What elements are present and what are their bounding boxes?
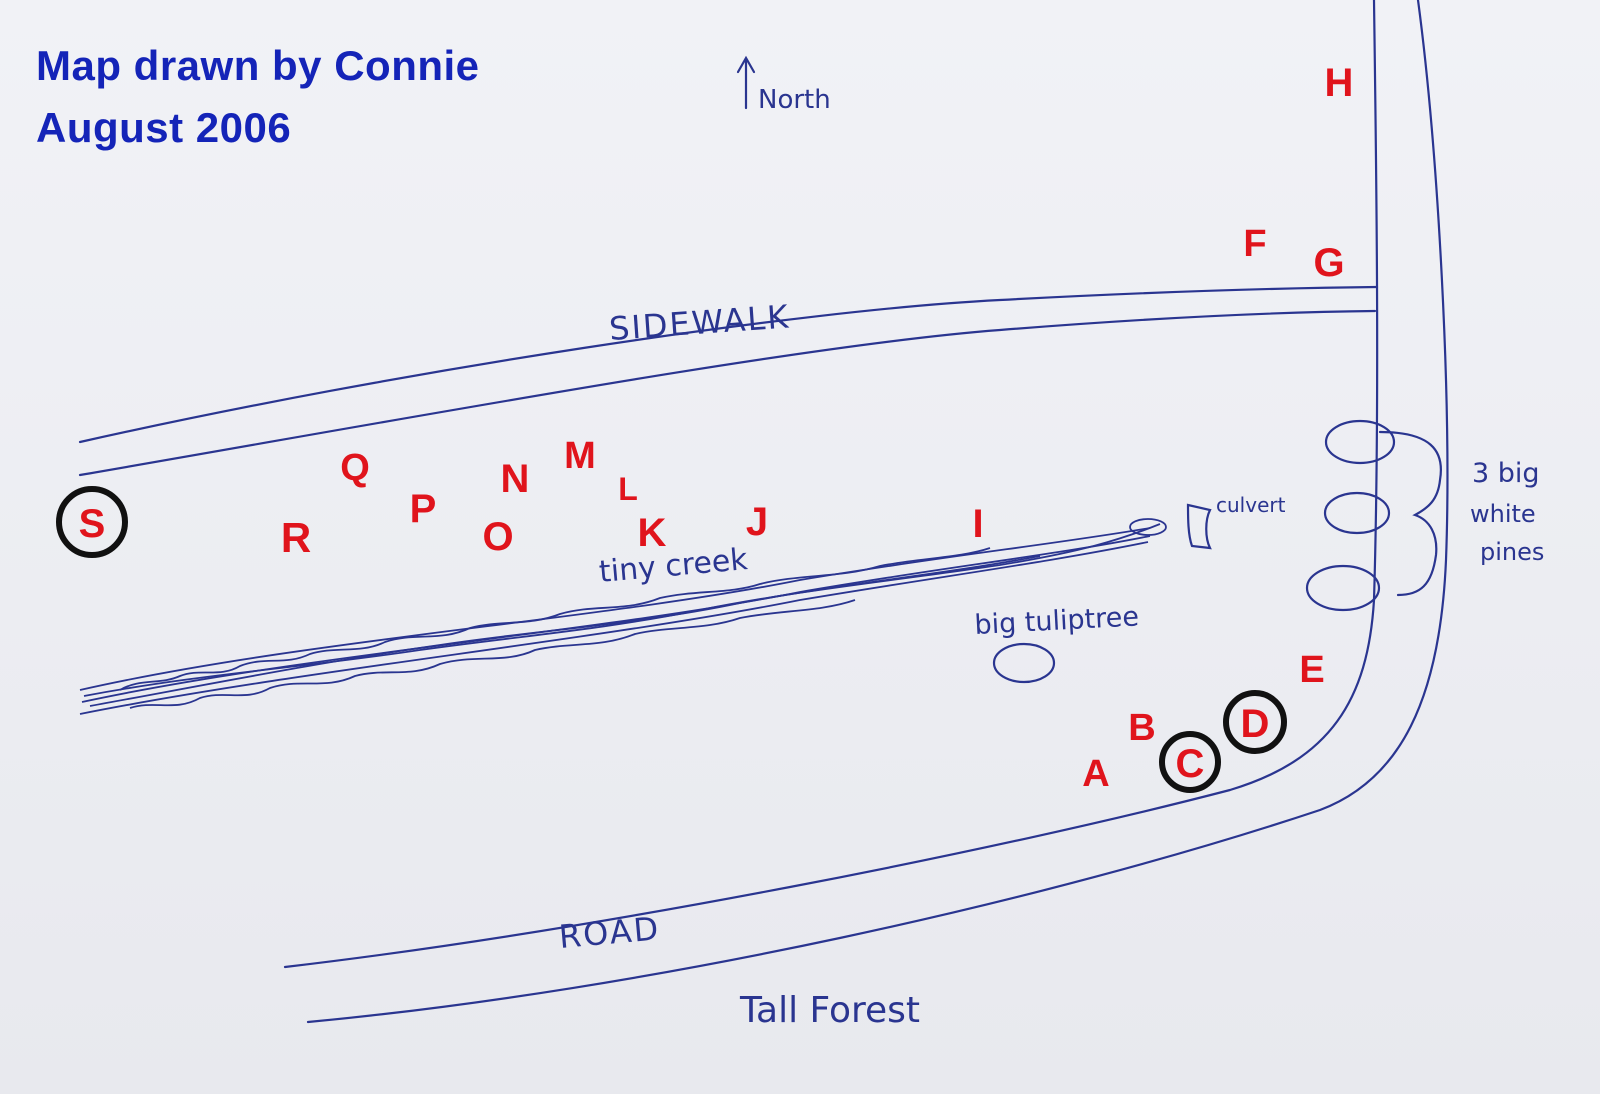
road-label: ROAD (557, 909, 661, 956)
pines-label-line-2: white (1470, 500, 1536, 528)
marker-h: H (1325, 61, 1354, 105)
marker-e: E (1299, 649, 1324, 691)
marker-m: M (564, 435, 596, 477)
tuliptree-label: big tuliptree (974, 601, 1140, 641)
marker-o: O (482, 515, 513, 559)
marker-a: A (1082, 753, 1109, 795)
marker-r: R (281, 514, 311, 561)
map-title-line-2: August 2006 (36, 104, 292, 151)
pine-tree-1 (1324, 419, 1396, 465)
tiny-creek-label: tiny creek (598, 542, 750, 590)
sidewalk-label: SIDEWALK (608, 297, 791, 348)
north-label: North (758, 85, 831, 115)
sidewalk-lower-line (78, 309, 1377, 477)
marker-i: I (972, 502, 983, 546)
circle-d (1223, 690, 1287, 754)
pine-tree-3 (1305, 564, 1381, 612)
pines-label-line-3: pines (1480, 538, 1544, 566)
marker-j: J (746, 500, 768, 544)
road-inner-edge (283, 0, 1379, 969)
sidewalk-upper-line (78, 285, 1379, 444)
culvert-label: culvert (1216, 493, 1286, 517)
marker-n: N (501, 457, 530, 501)
pines-label-line-1: 3 big (1472, 458, 1540, 489)
map-title-line-1: Map drawn by Connie (36, 42, 480, 89)
tiny-creek (79, 518, 1167, 715)
tuliptree (992, 642, 1056, 684)
tall-forest-label: Tall Forest (739, 990, 920, 1031)
marker-f: F (1243, 223, 1266, 265)
marker-p: P (410, 487, 437, 531)
marker-b: B (1128, 707, 1155, 749)
marker-q: Q (340, 447, 370, 489)
marker-g: G (1313, 241, 1344, 285)
circle-s (56, 486, 128, 558)
pines-brace (1378, 430, 1442, 597)
pine-tree-2 (1323, 491, 1391, 535)
marker-k: K (638, 511, 667, 555)
marker-d: D (1241, 702, 1270, 746)
marker-s: S (79, 502, 106, 546)
circle-c (1159, 731, 1221, 793)
marker-l: L (618, 471, 638, 507)
marker-c: C (1176, 742, 1205, 786)
road-outer-edge (306, 0, 1449, 1024)
north-arrow-icon (736, 55, 756, 110)
culvert-shape (1186, 503, 1212, 550)
